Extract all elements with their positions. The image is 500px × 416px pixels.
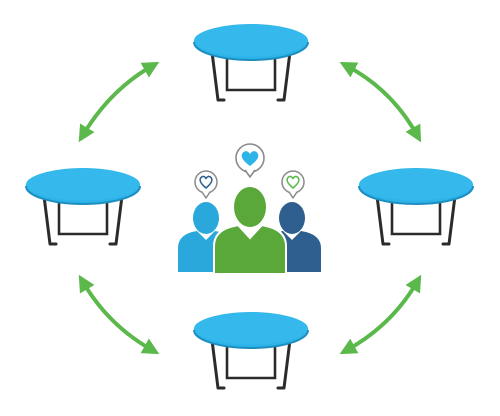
double-arrow-icon: [339, 62, 422, 143]
speech-bubble-icon: [194, 170, 218, 199]
table-right: [357, 166, 475, 246]
heart-icon: [241, 151, 259, 166]
table-icon: [192, 22, 310, 102]
double-arrow-icon: [78, 274, 160, 355]
table-left: [24, 166, 142, 246]
table-icon: [24, 166, 142, 246]
person-icon: [213, 223, 287, 275]
speech-bubble-icon: [235, 143, 265, 178]
double-arrow-icon: [78, 61, 160, 143]
double-arrow-icon: [339, 274, 422, 355]
speech-bubble-icon: [281, 170, 305, 199]
table-bottom: [192, 310, 310, 390]
table-top: [192, 22, 310, 102]
person-center: [213, 143, 287, 275]
people-group: [178, 143, 321, 275]
table-icon: [192, 310, 310, 390]
table-icon: [357, 166, 475, 246]
heart-icon: [286, 175, 300, 189]
heart-icon: [199, 175, 213, 189]
